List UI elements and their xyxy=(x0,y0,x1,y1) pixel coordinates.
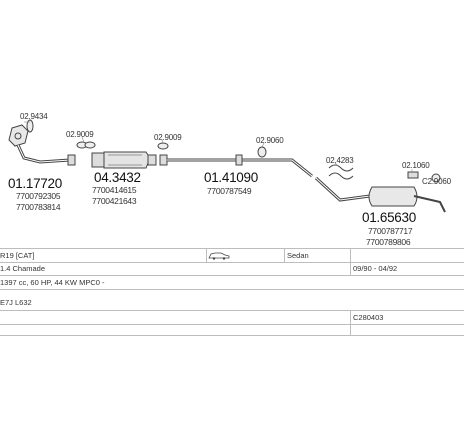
oe-code: 7700789806 xyxy=(366,237,411,247)
table-row xyxy=(0,325,464,336)
dates-cell: 09/90 - 04/92 xyxy=(353,264,398,273)
middle-pipe xyxy=(159,154,313,178)
reference-cell: C280403 xyxy=(353,313,384,322)
oe-code: 7700792305 xyxy=(16,191,61,201)
part-label-small: 02.1060 xyxy=(402,161,430,170)
oe-code: 7700787549 xyxy=(207,186,252,196)
version-cell: 1.4 Chamade xyxy=(0,264,46,273)
gasket-1 xyxy=(26,119,34,133)
part-label-small: 02.9009 xyxy=(154,133,182,142)
oe-code: 7700783814 xyxy=(16,202,61,212)
engine-code-cell: E7J L632 xyxy=(0,298,32,307)
rear-silencer xyxy=(314,176,446,213)
exhaust-diagram: 02.9434 01.17720 7700792305 7700783814 0… xyxy=(8,112,451,247)
car-icon xyxy=(208,250,230,262)
part-label-small: 02.9060 xyxy=(256,136,284,145)
engine-cell: 1397 cc, 60 HP, 44 KW MPC0 - xyxy=(0,278,105,287)
table-row: C280403 xyxy=(0,311,464,325)
exhaust-drawing xyxy=(8,119,446,213)
oe-code: 7700414615 xyxy=(92,185,137,195)
gasket-3 xyxy=(157,142,169,150)
oe-code: 7700787717 xyxy=(368,226,413,236)
part-number: 01.41090 xyxy=(204,170,258,185)
part-number: 01.17720 xyxy=(8,176,62,191)
part-number: 01.65630 xyxy=(362,210,416,225)
gasket-2 xyxy=(76,141,96,149)
front-pipe xyxy=(8,124,76,166)
part-label-small: 02.4283 xyxy=(326,156,354,165)
oe-code: 7700421643 xyxy=(92,196,137,206)
part-label-small: C2.9060 xyxy=(422,177,451,186)
catalytic-converter xyxy=(91,151,157,169)
table-row: 1397 cc, 60 HP, 44 KW MPC0 - xyxy=(0,276,464,290)
table-row: E7J L632 xyxy=(0,290,464,311)
body-cell: Sedan xyxy=(287,251,309,260)
clamp-1 xyxy=(257,146,267,158)
part-label-small: 02.9434 xyxy=(20,112,48,121)
part-label-small: 02.9009 xyxy=(66,130,94,139)
mounting-rubber-1 xyxy=(407,171,419,179)
clamp-2 xyxy=(328,164,354,180)
model-cell: R19 [CAT] xyxy=(0,251,35,260)
table-row: R19 [CAT] Sedan xyxy=(0,248,464,263)
part-number: 04.3432 xyxy=(94,170,141,185)
table-row: 1.4 Chamade 09/90 - 04/92 xyxy=(0,262,464,276)
